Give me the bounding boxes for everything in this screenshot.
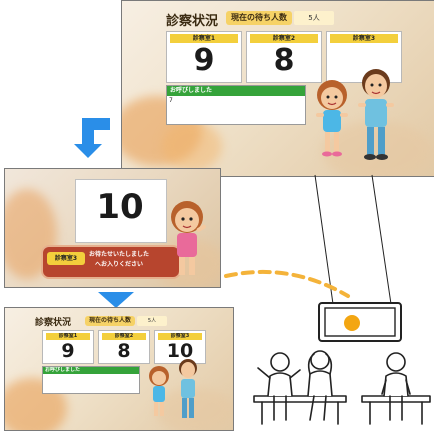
screen-top: 診察状況 現在の待ち人数 5人 診察室1 9 診察室2 8 診察室3 お呼びしま… — [121, 0, 434, 177]
room-label: 診察室2 — [102, 333, 146, 340]
monitor-icon — [318, 302, 402, 342]
room-card: 診察室1 9 — [42, 330, 94, 364]
signal-dashed-line — [224, 270, 350, 298]
girl-character-icon — [171, 201, 206, 275]
room-number: 10 — [166, 340, 194, 362]
boy-character-icon — [358, 69, 394, 160]
call-room-label: 診察室3 — [47, 252, 85, 265]
projection-line-right — [371, 174, 392, 305]
screen-top-title: 診察状況 — [166, 14, 219, 29]
call-number: 10 — [96, 187, 144, 227]
arrow-down-icon — [98, 292, 134, 308]
room-number: 9 — [193, 43, 215, 78]
call-number-card — [75, 179, 167, 243]
girl-character-icon — [316, 80, 348, 157]
notice-title: お呼びしました — [43, 367, 139, 374]
room-label: 診察室2 — [250, 34, 318, 43]
projection-line-left — [314, 174, 334, 305]
call-message-line2: へお入りください — [95, 261, 144, 268]
room-card: 診察室2 8 — [98, 330, 150, 364]
boy-character-icon — [179, 359, 197, 418]
screen-bottom-title: 診察状況 — [35, 318, 72, 328]
screen-bottom-waiting-count: 5人 — [137, 316, 167, 326]
notice-box: お呼びしました — [42, 366, 140, 394]
screen-bottom: 診察状況 現在の待ち人数 5人 診察室1 9 診察室2 8 診察室3 10 お呼… — [4, 307, 234, 431]
notice-box: お呼びしました 7 — [166, 85, 306, 125]
room-label: 診察室3 — [158, 333, 202, 340]
room-card: 診察室3 10 — [154, 330, 206, 364]
room-number: 8 — [273, 43, 295, 78]
waiting-patients-icon — [253, 350, 431, 425]
room-card: 診察室3 — [326, 31, 402, 83]
girl-character-icon — [149, 366, 169, 416]
room-label: 診察室3 — [330, 34, 398, 43]
room-number: 9 — [61, 340, 75, 362]
screen-call: 10 診察室3 お待たせいたしました へお入りください — [4, 168, 221, 288]
screen-top-waiting-label: 現在の待ち人数 — [226, 11, 292, 25]
screen-top-waiting-count: 5人 — [294, 11, 334, 25]
notice-text: 7 — [169, 97, 173, 104]
room-label: 診察室1 — [46, 333, 90, 340]
call-message-line1: お待たせいたしました — [89, 251, 150, 258]
arrow-corner-icon — [74, 118, 110, 158]
room-card: 診察室2 8 — [246, 31, 322, 83]
room-number: 8 — [117, 340, 131, 362]
screen-bottom-waiting-label: 現在の待ち人数 — [85, 316, 135, 326]
room-card: 診察室1 9 — [166, 31, 242, 83]
notice-title: お呼びしました — [167, 86, 305, 96]
room-label: 診察室1 — [170, 34, 238, 43]
